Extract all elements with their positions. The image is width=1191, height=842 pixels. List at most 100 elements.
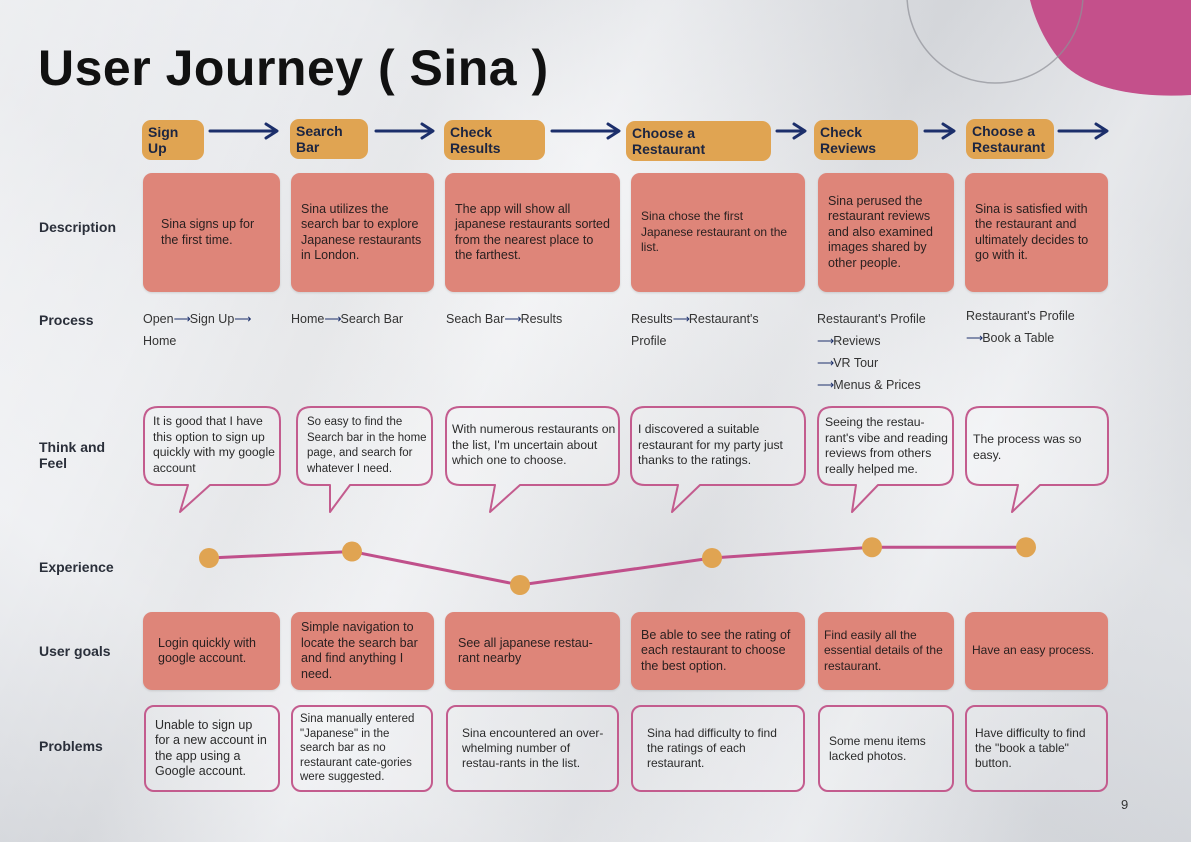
user-goal-text: See all japanese restau-rant nearby xyxy=(458,635,593,666)
process-label: Home xyxy=(143,334,177,348)
process-label: Menus & Prices xyxy=(833,378,921,392)
process-step: Seach Bar⟶Results xyxy=(446,308,562,330)
description-card: Sina utilizes the search bar to explore … xyxy=(291,173,434,292)
user-goal-card: Be able to see the rating of each restau… xyxy=(631,612,805,690)
problem-text: Sina encountered an over-whelming number… xyxy=(462,726,604,770)
user-goal-card: Have an easy process. xyxy=(965,612,1108,690)
description-card: The app will show all japanese restauran… xyxy=(445,173,620,292)
stage-choose-restaurant-final: Choose a Restaurant xyxy=(966,119,1054,159)
problem-card: Sina had difficulty to find the ratings … xyxy=(631,705,805,792)
process-label: Results xyxy=(520,312,563,326)
stage-arrow xyxy=(550,122,621,140)
stage-sign-up: Sign Up xyxy=(142,120,204,160)
arrow-icon: ⟶ xyxy=(817,378,834,392)
user-goal-card: See all japanese restau-rant nearby xyxy=(445,612,620,690)
description-text: Sina chose the first Japanese restaurant… xyxy=(641,209,788,255)
problem-card: Have difficulty to find the "book a tabl… xyxy=(965,705,1108,792)
description-card: Sina is satisfied with the restaurant an… xyxy=(965,173,1108,292)
process-label: Home xyxy=(291,312,325,326)
thought-bubble xyxy=(143,406,281,513)
experience-point xyxy=(1016,537,1036,558)
user-goal-card: Find easily all the essential details of… xyxy=(818,612,954,690)
description-text: Sina is satisfied with the restaurant an… xyxy=(975,201,1089,263)
process-step: Restaurant's Profile ⟶Reviews ⟶VR Tour ⟶… xyxy=(817,308,926,396)
arrow-icon: ⟶ xyxy=(817,334,834,348)
row-label-problems: Problems xyxy=(39,738,103,754)
process-label: Profile xyxy=(631,334,667,348)
problem-text: Have difficulty to find the "book a tabl… xyxy=(975,726,1086,770)
stage-arrow xyxy=(208,122,279,140)
experience-point xyxy=(510,575,530,595)
experience-point xyxy=(342,541,362,562)
problem-text: Some menu items lacked photos. xyxy=(829,733,926,763)
arrow-icon: ⟶ xyxy=(173,312,191,326)
row-label-user-goals: User goals xyxy=(39,643,111,659)
user-goal-text: Be able to see the rating of each restau… xyxy=(641,627,791,673)
process-label: Search Bar xyxy=(340,312,404,326)
description-text: The app will show all japanese restauran… xyxy=(455,201,610,263)
arrow-icon: ⟶ xyxy=(234,312,251,326)
problem-text: Unable to sign up for a new account in t… xyxy=(155,717,267,779)
stage-arrow xyxy=(923,122,956,140)
process-label: Sign Up xyxy=(189,312,235,326)
thought-bubble xyxy=(965,406,1109,513)
user-goal-text: Simple navigation to locate the search b… xyxy=(301,620,418,681)
description-text: Sina perused the restaurant reviews and … xyxy=(828,193,933,270)
experience-line xyxy=(208,545,1026,587)
row-label-think-feel: Think and xyxy=(39,439,106,455)
arrow-icon: ⟶ xyxy=(504,312,521,326)
ring-outline xyxy=(906,0,1084,84)
stage-check-results: Check Results xyxy=(444,120,545,160)
stage-choose-restaurant: Choose a Restaurant xyxy=(626,121,771,161)
user-goal-card: Simple navigation to locate the search b… xyxy=(291,612,434,690)
arrow-icon: ⟶ xyxy=(672,312,690,326)
description-card: Sina chose the first Japanese restaurant… xyxy=(631,173,805,292)
pink-blob xyxy=(1030,0,1191,96)
description-text: Sina utilizes the search bar to explore … xyxy=(301,201,422,263)
thought-text: It is good that I have this option to si… xyxy=(153,414,275,475)
arrow-icon: ⟶ xyxy=(966,331,983,345)
thought-text: Seeing the restau-rant's vibe and readin… xyxy=(825,415,948,476)
process-label: Book a Table xyxy=(982,331,1055,345)
stage-check-reviews: Check Reviews xyxy=(814,120,918,160)
thought-bubble xyxy=(445,406,620,513)
description-text: Sina signs up for the first time. xyxy=(161,217,255,247)
stage-arrow xyxy=(374,122,435,140)
thought-text: I discovered a suitable restaurant for m… xyxy=(638,422,783,467)
process-step: Open⟶Sign Up⟶ Home xyxy=(143,308,251,352)
thought-text: So easy to find the Search bar in the ho… xyxy=(307,416,427,475)
experience-point xyxy=(862,537,882,558)
process-label: Restaurant's xyxy=(688,312,759,326)
user-goal-text: Find easily all the essential details of… xyxy=(824,627,943,673)
thought-bubble xyxy=(817,406,954,513)
process-label: Reviews xyxy=(833,334,881,348)
thought-text: The process was so easy. xyxy=(973,432,1082,462)
process-label: Restaurant's Profile xyxy=(817,312,926,326)
process-label: Results xyxy=(631,312,673,326)
thought-bubble xyxy=(630,406,806,513)
process-step: Restaurant's Profile ⟶Book a Table xyxy=(966,305,1075,349)
process-step: Results⟶Restaurant's Profile xyxy=(631,308,759,352)
page-title: User Journey ( Sina ) xyxy=(38,40,549,96)
thought-text: With numerous restaurants on the list, I… xyxy=(452,422,616,467)
experience-point xyxy=(702,548,722,568)
stage-arrow xyxy=(775,122,807,140)
problem-text: Sina had difficulty to find the ratings … xyxy=(647,726,777,770)
process-label: Restaurant's Profile xyxy=(966,309,1075,323)
problem-text: Sina manually entered "Japanese" in the … xyxy=(300,713,415,784)
user-goal-card: Login quickly with google account. xyxy=(143,612,280,690)
row-label-experience: Experience xyxy=(39,559,114,575)
row-label-process: Process xyxy=(39,312,94,328)
process-label: Open xyxy=(143,312,174,326)
stage-search-bar: Search Bar xyxy=(290,119,368,159)
process-step: Home⟶Search Bar xyxy=(291,308,403,330)
row-label-description: Description xyxy=(39,219,117,235)
experience-point xyxy=(199,548,219,568)
row-label-think-feel-2: Feel xyxy=(39,455,68,471)
thought-bubble xyxy=(296,406,433,513)
process-label: Seach Bar xyxy=(446,312,505,326)
arrow-icon: ⟶ xyxy=(324,312,341,326)
process-label: VR Tour xyxy=(833,356,879,370)
